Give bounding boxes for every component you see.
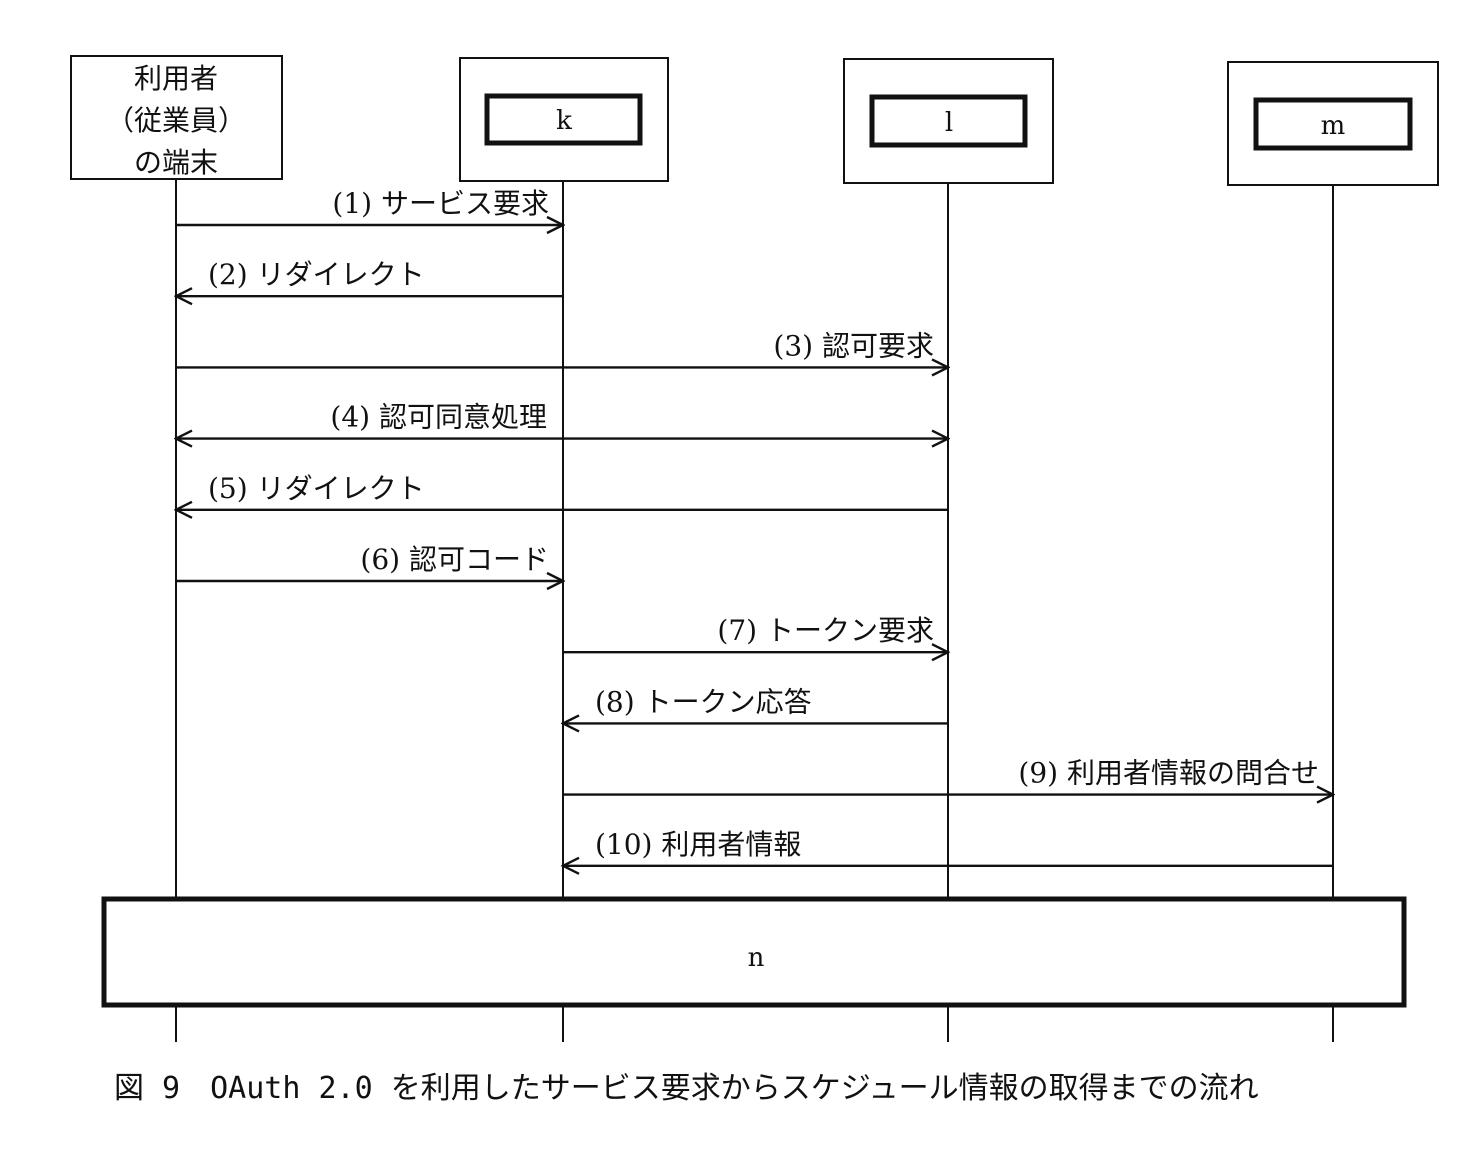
participant-user: 利用者 （従業員） の端末 xyxy=(70,55,283,180)
message-3: (3) 認可要求 xyxy=(176,329,948,367)
participant-user-line-3: の端末 xyxy=(134,146,218,179)
message-label: (1) サービス要求 xyxy=(332,187,549,220)
message-label: (9) 利用者情報の問合せ xyxy=(1018,757,1319,790)
answer-blank-k xyxy=(484,93,643,146)
message-1: (1) サービス要求 xyxy=(176,187,563,225)
message-9: (9) 利用者情報の問合せ xyxy=(563,757,1333,795)
participant-l-label: l xyxy=(945,108,953,138)
participant-user-line-2: （従業員） xyxy=(106,104,246,137)
message-label: (8) トークン応答 xyxy=(595,685,812,718)
participant-k: k xyxy=(459,57,669,182)
message-label: (3) 認可要求 xyxy=(773,329,934,362)
participant-m-label: m xyxy=(1321,111,1346,141)
message-2: (2) リダイレクト xyxy=(176,258,563,296)
participant-k-label: k xyxy=(556,106,572,136)
message-5: (5) リダイレクト xyxy=(176,472,948,510)
message-4: (4) 認可同意処理 xyxy=(176,401,948,439)
bottom-box-n: n xyxy=(101,896,1407,1008)
figure-caption: 図 9 OAuth 2.0 を利用したサービス要求からスケジュール情報の取得まで… xyxy=(114,1071,1259,1106)
message-label: (2) リダイレクト xyxy=(208,258,425,291)
message-6: (6) 認可コード xyxy=(176,543,563,581)
message-label: (5) リダイレクト xyxy=(208,472,425,505)
message-label: (6) 認可コード xyxy=(360,543,549,576)
message-label: (4) 認可同意処理 xyxy=(330,401,547,434)
message-7: (7) トークン要求 xyxy=(563,614,948,652)
message-label: (7) トークン要求 xyxy=(717,614,934,647)
message-10: (10) 利用者情報 xyxy=(563,828,1333,866)
messages: (1) サービス要求 (2) リダイレクト (3) 認可要求 (4) 認可同意処理 (5… xyxy=(176,187,1333,866)
message-label: (10) 利用者情報 xyxy=(595,828,801,861)
answer-blank-l xyxy=(869,94,1028,148)
message-8: (8) トークン応答 xyxy=(563,685,948,723)
participant-user-line-1: 利用者 xyxy=(134,62,218,95)
participant-m: m xyxy=(1227,61,1439,186)
answer-blank-m xyxy=(1253,97,1413,151)
participant-l: l xyxy=(843,58,1054,184)
bottom-box-label: n xyxy=(748,943,765,973)
